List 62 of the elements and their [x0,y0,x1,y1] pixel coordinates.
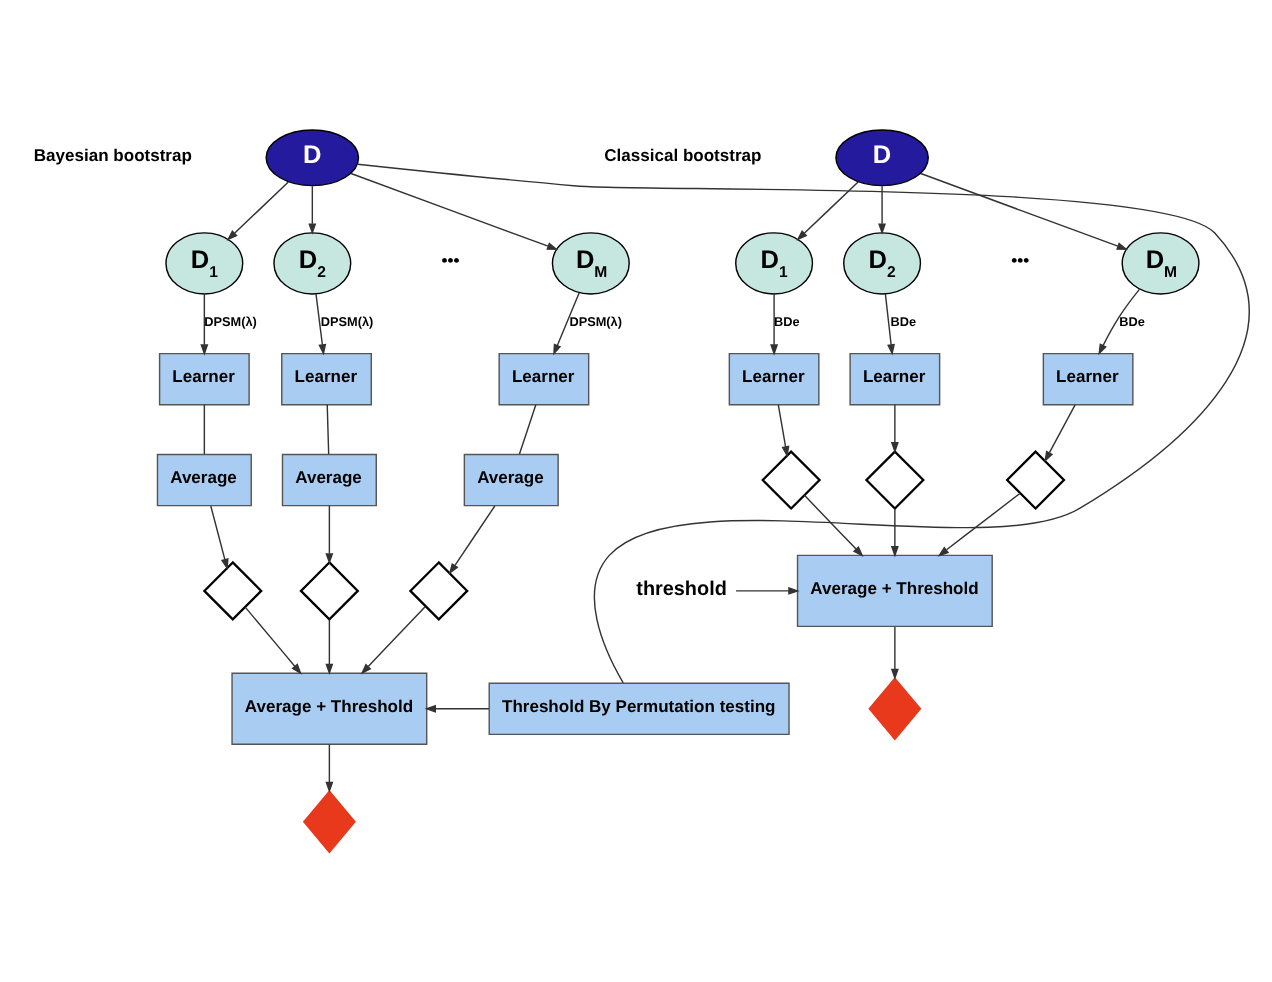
node-ellipse: D$_{1}$ [165,232,244,295]
node-box: Average [281,453,377,507]
label: Bayesian bootstrap [33,144,192,165]
arrow [890,626,899,681]
arrow [315,293,327,356]
arrow [210,505,229,571]
label: Classical bootstrap [604,144,762,165]
arrow [325,505,334,565]
label: ••• [1011,250,1030,271]
arrow [884,293,896,356]
node-ellipse: D$_{1}$ [735,232,814,295]
arrow [424,704,490,713]
node-text: threshold [636,578,727,601]
node-ellipse: D [265,129,360,187]
connector [203,404,206,455]
arrow [735,586,800,595]
node-box: Average [156,453,252,507]
arrow [796,181,859,241]
arrow [325,618,334,676]
node-network [864,450,925,511]
node-box: Learner [728,352,820,406]
node-network [302,790,356,854]
node-box: Learner [158,352,250,406]
arrow [448,505,496,575]
node-box: Learner [498,352,590,406]
node-network [761,450,822,511]
node-box: Average [463,453,559,507]
arrow [553,292,580,356]
arrow [1098,288,1141,356]
node-box: Average + Threshold [796,554,993,628]
node-network [299,560,360,621]
node-ellipse: D$_{M}$ [1121,232,1200,295]
arrow [804,494,864,557]
arrow [360,605,427,675]
arrow [770,293,779,356]
node-box: Learner [1042,352,1134,406]
arrow [308,185,317,235]
arrow [226,181,290,241]
node-box: Average + Threshold [231,672,428,746]
arrow [777,404,790,458]
arrow [878,185,887,235]
arrow [920,172,1129,250]
node-network [868,677,922,741]
arrow [890,404,899,454]
node-ellipse: D$_{2}$ [273,232,352,295]
node-ellipse: D$_{2}$ [843,232,922,295]
node-ellipse: D [835,129,929,187]
arrow [1044,404,1076,463]
node-ellipse: D$_{M}$ [551,232,630,295]
node-box: Learner [849,352,941,406]
arrow [325,743,334,794]
node-box: Learner [281,352,372,406]
arrow [937,492,1021,557]
label: ••• [441,250,460,271]
connector [518,404,537,455]
connector [356,163,1250,684]
arrow [244,606,302,675]
arrow [200,293,209,356]
node-box: Threshold By Permutation testing [488,682,790,736]
arrow [890,508,899,558]
arrow [350,172,559,250]
connector [326,404,330,455]
